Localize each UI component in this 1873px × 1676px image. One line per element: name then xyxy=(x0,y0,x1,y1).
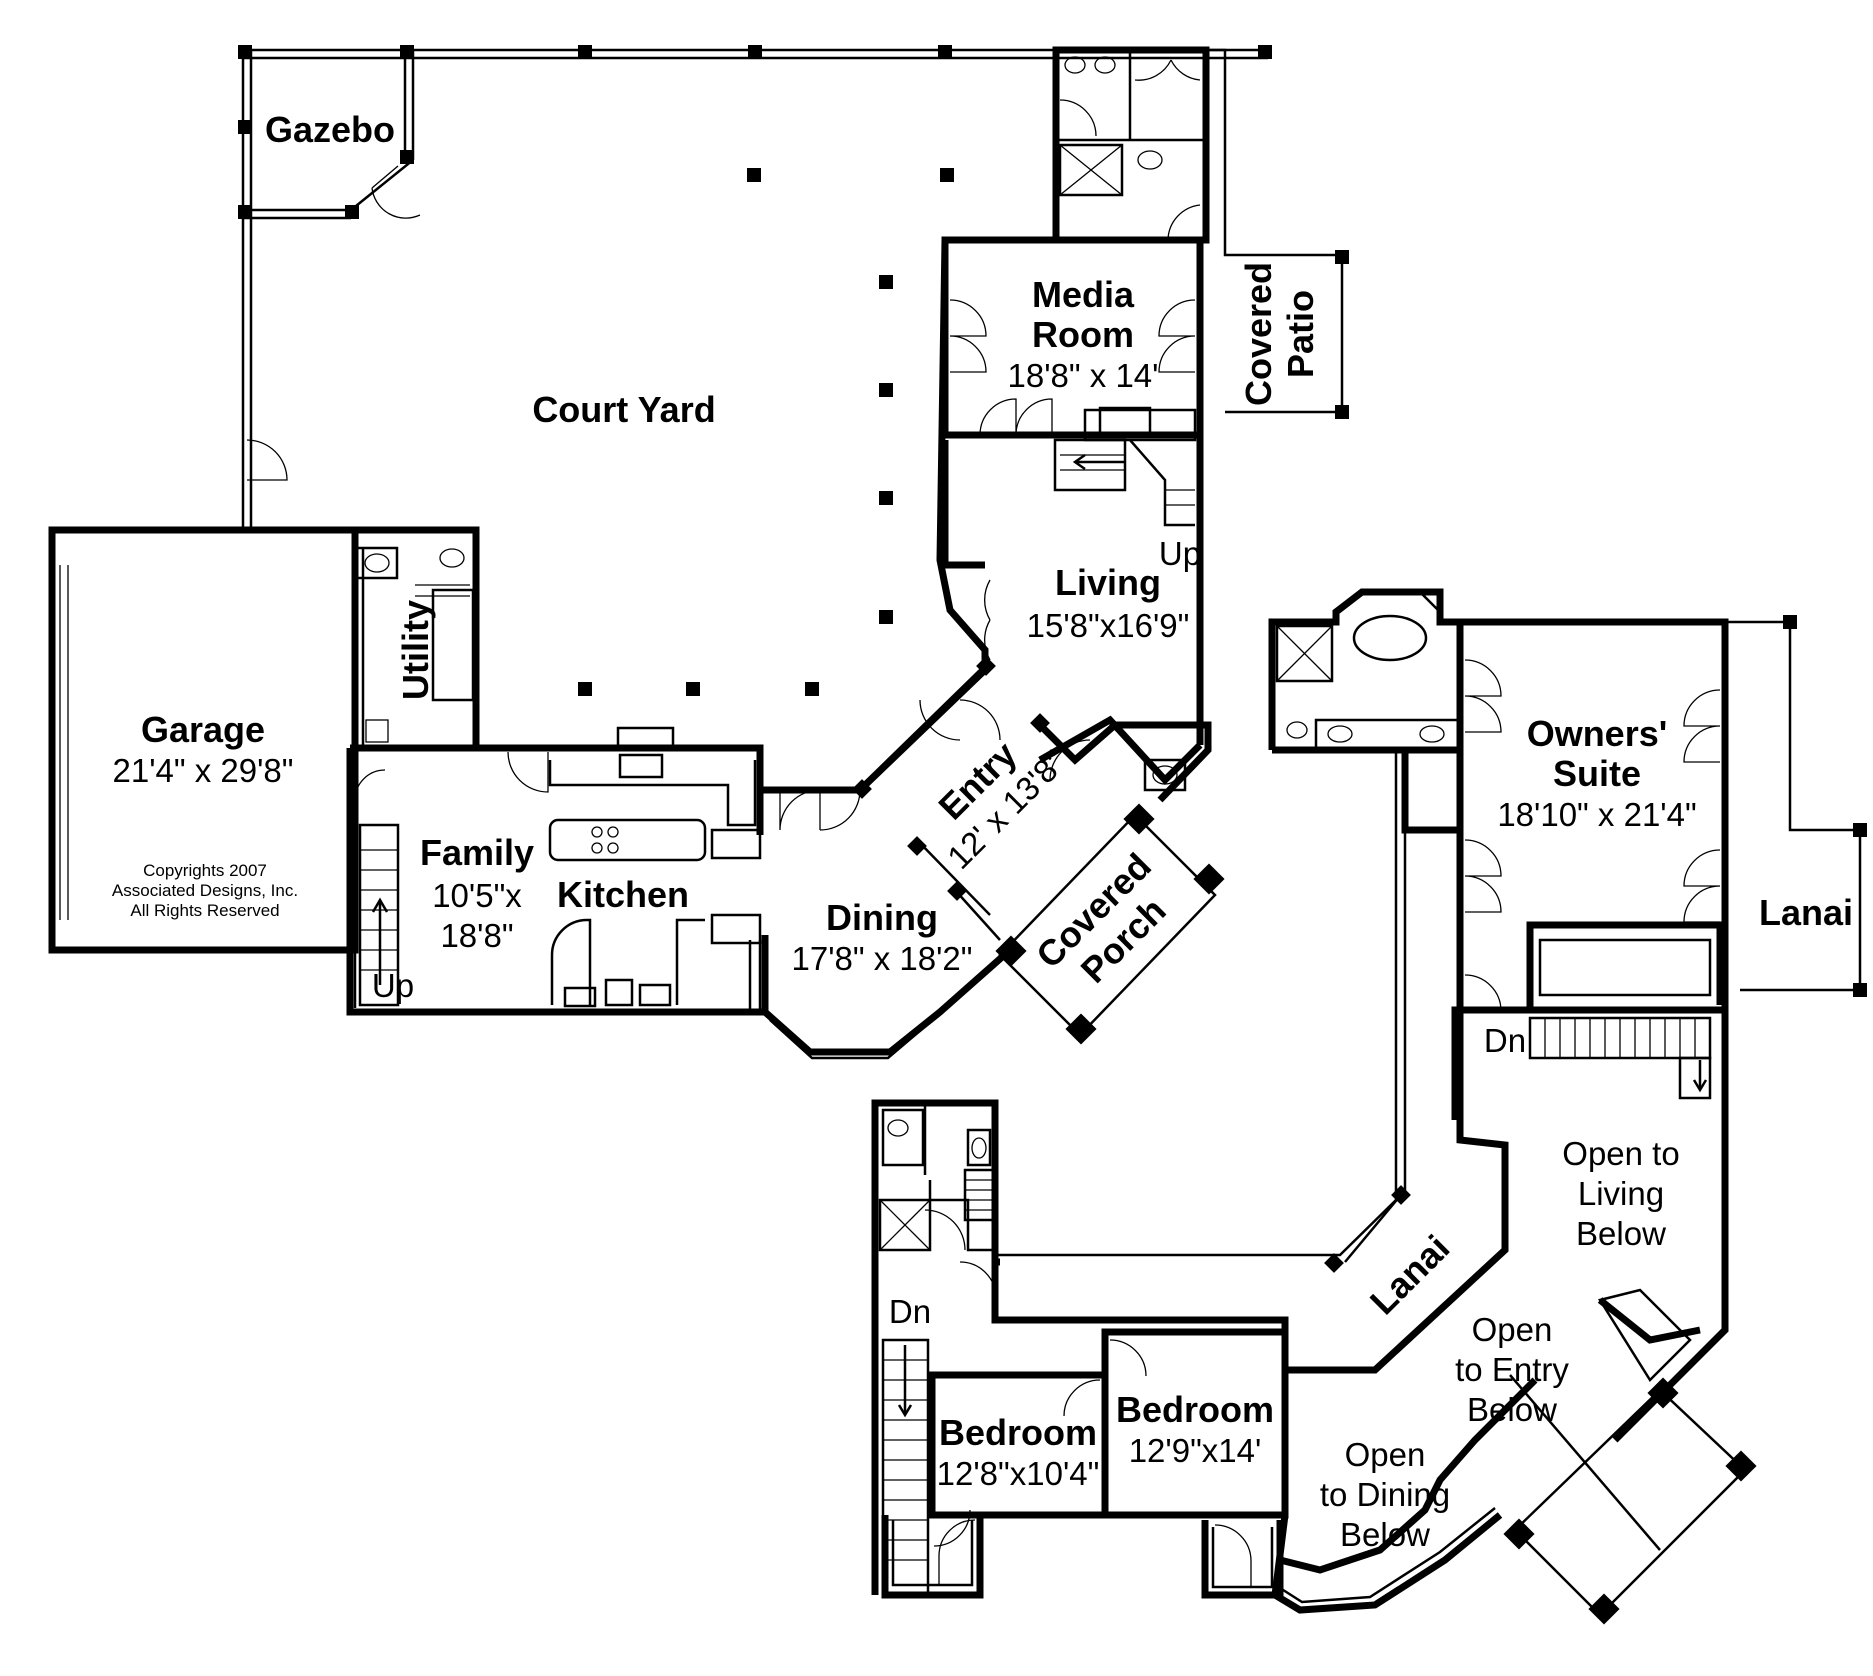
lanai-right-label: Lanai xyxy=(1759,892,1853,933)
upper-stair-down-label: Dn xyxy=(889,1293,931,1330)
media-room-label-1: Media xyxy=(1032,274,1135,315)
media-room-label-2: Room xyxy=(1032,314,1134,355)
covered-porch-label-group: Covered Porch xyxy=(1028,845,1174,991)
open-to-entry-label-1: Open xyxy=(1472,1311,1553,1348)
copyright-line-1: Copyrights 2007 xyxy=(143,861,267,880)
open-to-living-label-3: Below xyxy=(1576,1215,1666,1252)
courtyard-columns xyxy=(578,168,954,696)
garage-dimensions: 21'4" x 29'8" xyxy=(113,752,294,789)
covered-patio-label: Covered Patio xyxy=(1238,262,1321,406)
open-to-dining-label-2: to Dining xyxy=(1320,1476,1450,1513)
bedroom-2-dimensions: 12'9"x14' xyxy=(1129,1432,1262,1469)
open-to-entry-label-2: to Entry xyxy=(1455,1351,1569,1388)
dining-label: Dining xyxy=(826,897,938,938)
utility-label-group: Utility xyxy=(395,600,436,700)
family-dimensions-1: 10'5"x xyxy=(432,877,522,914)
covered-patio-label-1: Covered xyxy=(1238,262,1279,406)
bedroom-2-label: Bedroom xyxy=(1116,1389,1274,1430)
copyright-line-3: All Rights Reserved xyxy=(130,901,279,920)
copyright-line-2: Associated Designs, Inc. xyxy=(112,881,298,900)
living-stair-up-label: Up xyxy=(1159,535,1201,572)
owners-suite-label-2: Suite xyxy=(1553,753,1641,794)
living-dimensions: 15'8"x16'9" xyxy=(1027,607,1190,644)
family-stair-up-label: Up xyxy=(372,967,414,1004)
family-dimensions-2: 18'8" xyxy=(440,917,513,954)
open-to-entry-label-3: Below xyxy=(1467,1391,1557,1428)
court-yard-label: Court Yard xyxy=(532,389,715,430)
upper-floor-walls xyxy=(871,588,1867,1625)
owners-suite-label-1: Owners' xyxy=(1527,713,1668,754)
open-to-dining-label-3: Below xyxy=(1340,1516,1430,1553)
open-to-living-label-2: Living xyxy=(1578,1175,1664,1212)
media-room-dimensions: 18'8" x 14' xyxy=(1008,357,1159,394)
garage-label: Garage xyxy=(141,709,265,750)
living-label: Living xyxy=(1055,562,1161,603)
kitchen-label: Kitchen xyxy=(557,874,689,915)
open-to-dining-label-1: Open xyxy=(1345,1436,1426,1473)
owners-stair-down-label: Dn xyxy=(1484,1022,1526,1059)
owners-suite-dimensions: 18'10" x 21'4" xyxy=(1497,796,1696,833)
open-to-living-label-1: Open to xyxy=(1562,1135,1679,1172)
dining-dimensions: 17'8" x 18'2" xyxy=(792,940,973,977)
bedroom-1-dimensions: 12'8"x10'4" xyxy=(937,1455,1100,1492)
room-labels: Gazebo Court Yard Media Room 18'8" x 14'… xyxy=(112,109,1853,1553)
utility-label: Utility xyxy=(395,600,436,700)
gazebo-label: Gazebo xyxy=(265,109,395,150)
bedroom-1-label: Bedroom xyxy=(939,1412,1097,1453)
covered-patio-label-2: Patio xyxy=(1280,290,1321,378)
family-label: Family xyxy=(420,832,534,873)
